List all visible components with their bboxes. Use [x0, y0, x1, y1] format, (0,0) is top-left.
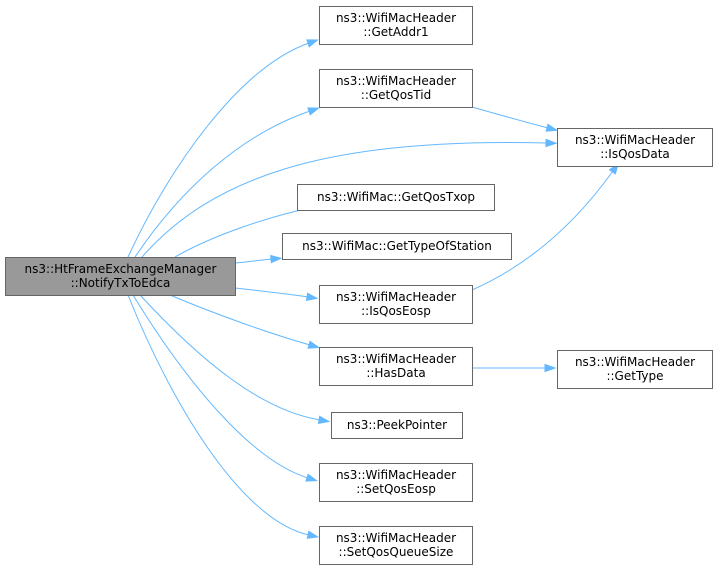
edge-line [127, 42, 310, 258]
edge-line [234, 258, 273, 264]
arrowhead [305, 292, 319, 302]
edge-root-to-getqostid [134, 107, 320, 258]
node-box[interactable] [331, 412, 463, 439]
arrowhead [306, 39, 319, 48]
arrowhead [307, 340, 321, 349]
edge-root-to-peekpointer [139, 294, 331, 425]
node-peekpointer[interactable]: ns3::PeekPointer [331, 412, 463, 439]
nodes-layer: ns3::HtFrameExchangeManager::NotifyTxToE… [5, 6, 713, 565]
node-label-line: ns3::WifiMacHeader [336, 74, 456, 88]
node-setqosqueuesize[interactable]: ns3::WifiMacHeader::SetQosQueueSize [319, 526, 473, 565]
node-box[interactable] [319, 285, 473, 324]
node-getqostid[interactable]: ns3::WifiMacHeader::GetQosTid [319, 69, 473, 108]
edge-root-to-setqosqueuesize [127, 294, 320, 539]
arrowhead [317, 415, 331, 425]
node-label-line: ::IsQosData [600, 147, 670, 161]
node-hasdata[interactable]: ns3::WifiMacHeader::HasData [319, 347, 473, 386]
node-label-line: ns3::WifiMacHeader [336, 468, 456, 482]
node-label-line: ns3::WifiMac::GetTypeOfStation [302, 239, 492, 253]
arrowhead [545, 138, 558, 148]
arrowhead [270, 254, 283, 264]
edge-line [169, 294, 311, 346]
edge-root-to-gettypeofstation [234, 254, 283, 264]
node-setqoseosp[interactable]: ns3::WifiMacHeader::SetQosEosp [319, 463, 473, 502]
node-label-line: ns3::WifiMacHeader [336, 11, 456, 25]
node-label-line: ns3::PeekPointer [347, 418, 447, 432]
node-isqosdata[interactable]: ns3::WifiMacHeader::IsQosData [557, 128, 713, 167]
node-label-line: ::SetQosQueueSize [339, 545, 454, 559]
node-label-line: ::SetQosEosp [356, 482, 436, 496]
node-box[interactable] [557, 350, 713, 389]
node-box[interactable] [297, 184, 495, 211]
arrowhead [307, 107, 320, 116]
edge-line [139, 294, 321, 421]
node-label-line: ::GetType [606, 369, 663, 383]
node-label-line: ns3::WifiMacHeader [575, 355, 695, 369]
node-box[interactable] [319, 463, 473, 502]
edge-getqostid-to-isqosdata [471, 106, 559, 132]
node-getaddr1[interactable]: ns3::WifiMacHeader::GetAddr1 [319, 6, 473, 45]
node-getqostxop[interactable]: ns3::WifiMac::GetQosTxop [297, 184, 495, 211]
edge-line [127, 294, 310, 536]
edge-hasdata-to-gettype [472, 363, 557, 373]
node-label-line: ns3::WifiMacHeader [575, 133, 695, 147]
node-label-line: ::GetQosTid [361, 88, 431, 102]
node-box[interactable] [5, 257, 236, 296]
edge-line [132, 294, 309, 479]
edge-line [471, 170, 614, 291]
edge-root-to-isqosdata [141, 138, 558, 258]
node-root[interactable]: ns3::HtFrameExchangeManager::NotifyTxToE… [5, 257, 236, 296]
node-isqoseosp[interactable]: ns3::WifiMacHeader::IsQosEosp [319, 285, 473, 324]
node-label-line: ::HasData [366, 366, 425, 380]
edge-line [471, 106, 549, 129]
node-label-line: ns3::HtFrameExchangeManager [25, 262, 217, 276]
edge-root-to-hasdata [169, 294, 321, 349]
node-box[interactable] [319, 526, 473, 565]
node-gettypeofstation[interactable]: ns3::WifiMac::GetTypeOfStation [282, 233, 512, 260]
node-box[interactable] [557, 128, 713, 167]
arrowhead [305, 473, 319, 482]
node-box[interactable] [319, 69, 473, 108]
node-label-line: ::NotifyTxToEdca [71, 276, 171, 290]
node-box[interactable] [282, 233, 512, 260]
edge-line [141, 141, 548, 258]
arrowhead [545, 123, 559, 132]
edge-root-to-isqoseosp [234, 287, 319, 302]
arrowhead [544, 363, 557, 373]
node-label-line: ::IsQosEosp [361, 304, 431, 318]
edge-root-to-setqoseosp [132, 294, 319, 482]
edge-line [234, 287, 309, 298]
node-box[interactable] [319, 347, 473, 386]
edge-isqoseosp-to-isqosdata [471, 162, 620, 291]
node-box[interactable] [319, 6, 473, 45]
arrowhead [306, 530, 320, 539]
node-label-line: ns3::WifiMacHeader [336, 290, 456, 304]
edge-line [134, 110, 311, 258]
node-label-line: ns3::WifiMacHeader [336, 531, 456, 545]
node-label-line: ::GetAddr1 [363, 25, 428, 39]
node-label-line: ns3::WifiMac::GetQosTxop [317, 190, 475, 204]
node-label-line: ns3::WifiMacHeader [336, 352, 456, 366]
edge-root-to-getaddr1 [127, 39, 319, 258]
node-gettype[interactable]: ns3::WifiMacHeader::GetType [557, 350, 713, 389]
